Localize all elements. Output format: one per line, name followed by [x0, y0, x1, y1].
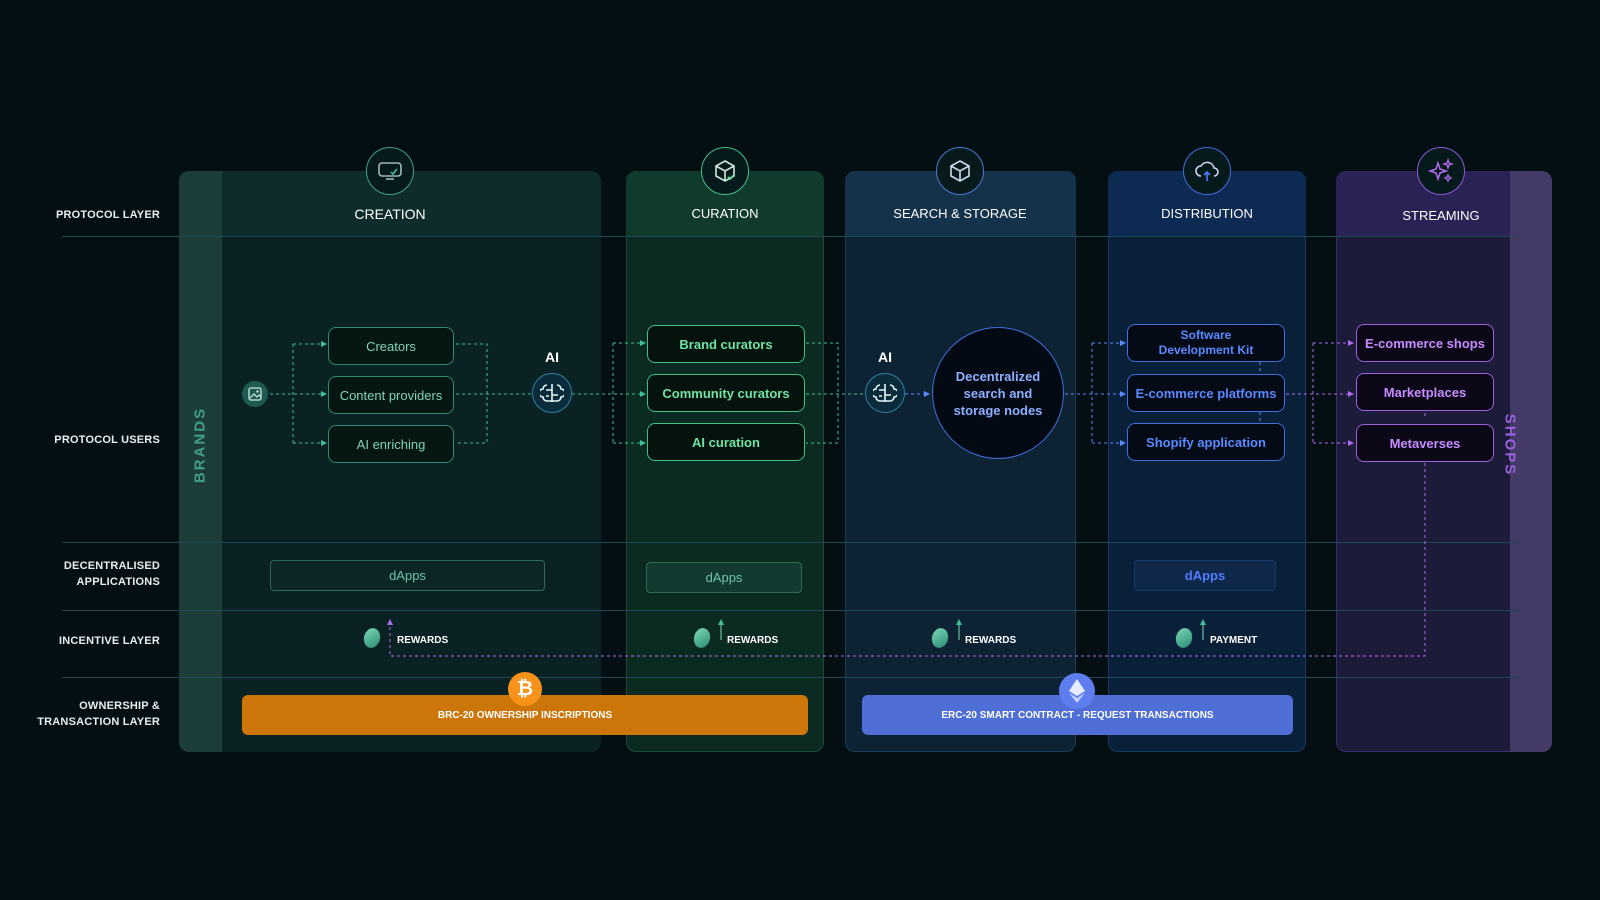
- distribution-header-icon: [1183, 147, 1231, 195]
- ai-brain-node: [532, 373, 572, 413]
- creation-dapps: dApps: [270, 560, 545, 591]
- separator-line: [62, 677, 1522, 678]
- distribution-payment-label: PAYMENT: [1210, 635, 1258, 646]
- distribution-column: [1108, 171, 1306, 752]
- brands-strip: [179, 171, 222, 752]
- search-header-icon: [936, 147, 984, 195]
- shops-strip: [1510, 171, 1552, 752]
- ai-brain-node: [865, 373, 905, 413]
- creation-rewards-label: REWARDS: [397, 635, 449, 646]
- brand-curators-node: Brand curators: [647, 325, 805, 363]
- sparkles-icon: [1427, 157, 1455, 183]
- distribution-dapps: dApps: [1134, 560, 1276, 591]
- content-providers-node: Content providers: [328, 376, 454, 414]
- creation-title: CREATION: [354, 206, 426, 222]
- ai-curation-node: AI curation: [647, 423, 805, 461]
- curation-dapps: dApps: [646, 562, 802, 593]
- storage-nodes-circle: Decentralized search and storage nodes: [932, 327, 1064, 459]
- curation-title: CURATION: [691, 206, 759, 221]
- row-label-dapps-line2: APPLICATIONS: [76, 576, 160, 588]
- separator-line: [62, 542, 1522, 543]
- row-label-protocol-users: PROTOCOL USERS: [54, 434, 160, 446]
- row-label-dapps-line1: DECENTRALISED: [63, 560, 160, 572]
- ai-label: AI: [545, 349, 559, 365]
- distribution-title: DISTRIBUTION: [1161, 206, 1253, 221]
- shopify-application-node: Shopify application: [1127, 423, 1285, 461]
- row-label-ownership-line2: TRANSACTION LAYER: [37, 716, 160, 728]
- community-curators-node: Community curators: [647, 374, 805, 412]
- curation-rewards-label: REWARDS: [727, 635, 779, 646]
- streaming-header-icon: [1417, 147, 1465, 195]
- search-column: [845, 171, 1076, 752]
- row-label-ownership-line1: OWNERSHIP &: [79, 700, 160, 712]
- row-label-incentive: INCENTIVE LAYER: [58, 635, 160, 647]
- separator-line: [62, 236, 1522, 237]
- sdk-node: Software Development Kit: [1127, 324, 1285, 362]
- search-storage-title: SEARCH & STORAGE: [893, 206, 1027, 221]
- screen-check-icon: [378, 162, 402, 180]
- metaverses-node: Metaverses: [1356, 424, 1494, 462]
- brain-icon: [540, 384, 564, 402]
- brain-icon: [873, 384, 897, 402]
- storage-nodes-label: Decentralized search and storage nodes: [953, 368, 1043, 418]
- curation-column: [626, 171, 824, 752]
- separator-line: [62, 610, 1522, 611]
- bitcoin-icon: ₿: [508, 672, 542, 706]
- streaming-title: STREAMING: [1402, 208, 1480, 223]
- marketplaces-node: Marketplaces: [1356, 373, 1494, 411]
- ai-enriching-node: AI enriching: [328, 425, 454, 463]
- creation-header-icon: [366, 147, 414, 195]
- cube-check-icon: [715, 160, 735, 182]
- creators-node: Creators: [328, 327, 454, 365]
- ai-label: AI: [878, 349, 892, 365]
- image-source-node: [242, 381, 268, 407]
- ecommerce-platforms-node: E-commerce platforms: [1127, 374, 1285, 412]
- cube-icon: [950, 160, 970, 182]
- image-icon: [248, 387, 262, 401]
- row-label-protocol-layer: PROTOCOL LAYER: [55, 209, 160, 221]
- curation-header-icon: [701, 147, 749, 195]
- ecommerce-shops-node: E-commerce shops: [1356, 324, 1494, 362]
- row-label-ownership: OWNERSHIP & TRANSACTION LAYER: [37, 698, 160, 730]
- search-rewards-label: REWARDS: [965, 635, 1017, 646]
- cloud-upload-icon: [1195, 161, 1219, 181]
- ethereum-icon: [1059, 673, 1095, 709]
- row-label-dapps: DECENTRALISED APPLICATIONS: [64, 558, 160, 590]
